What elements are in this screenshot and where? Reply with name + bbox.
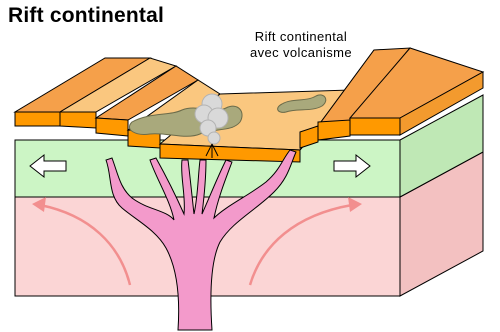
left-crust-front [15,112,60,126]
right-crust-front [350,118,400,135]
